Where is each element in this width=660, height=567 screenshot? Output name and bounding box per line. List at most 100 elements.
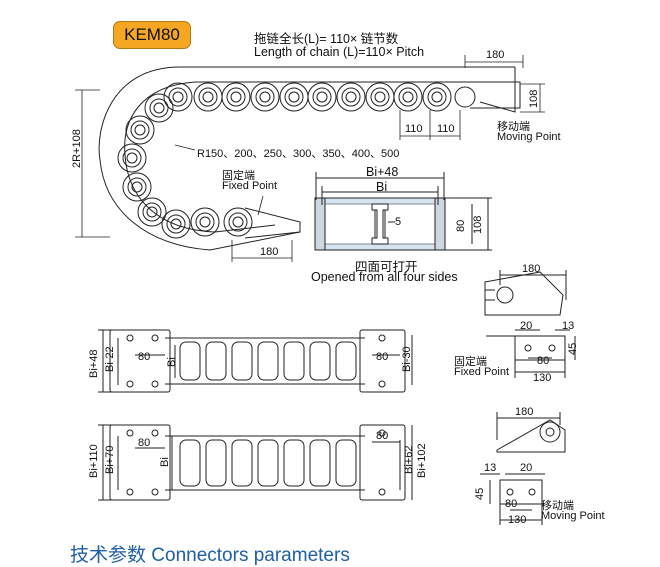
end-bracket-right [359, 329, 406, 393]
mount-hole [151, 334, 159, 342]
dim-80-plan1-right: 80 [376, 351, 389, 363]
moving-end-pin [454, 86, 476, 108]
bracket-fixed-top [486, 329, 576, 378]
dim-80-section: 80 [455, 219, 467, 232]
fixed-point-cn-right: 固定端 [454, 356, 487, 368]
dim-13-fixed: 13 [562, 320, 575, 332]
dim-80-plan1: 80 [138, 351, 151, 363]
dim-bi-62-plan: Bi+62 [403, 445, 415, 474]
dim-45-moving: 45 [474, 487, 486, 500]
chain-link [190, 207, 220, 237]
mount-hole [151, 380, 159, 388]
crossbar [257, 341, 279, 381]
chain-link [221, 82, 251, 112]
crossbar [179, 341, 201, 381]
dim-bi-22-plan: Bi-22 [104, 346, 116, 372]
dim-bi-48-section: Bi+48 [366, 165, 399, 179]
chain-link [161, 209, 191, 239]
chain-link [122, 172, 152, 202]
dim-2r-108: 2R+108 [71, 129, 83, 168]
dim-45-fixed: 45 [567, 342, 579, 355]
moving-point-cn-right: 移动端 [541, 500, 574, 512]
connectors-parameters-heading: 技术参数 Connectors parameters [70, 545, 350, 566]
crossbar [231, 439, 253, 487]
dim-180-bottom: 180 [260, 246, 279, 258]
dim-bi-30-plan: Bi-30 [401, 346, 413, 372]
end-bracket-left [109, 424, 171, 501]
chain-link [125, 115, 155, 145]
mount-hole [151, 488, 159, 496]
mount-hole [126, 380, 134, 388]
chain-link [163, 82, 193, 112]
top-dimension-lines [75, 55, 545, 262]
dim-80-moving: 80 [505, 498, 518, 510]
dim-5: 5 [395, 216, 402, 228]
dim-bi-70-plan: Bi+70 [104, 445, 116, 474]
chain-link [144, 93, 174, 123]
moving-point-en-right: Moving Point [541, 510, 605, 522]
mount-hole [126, 488, 134, 496]
fixed-point-cn-top: 固定端 [222, 170, 255, 182]
crossbar [205, 341, 227, 381]
dim-bi-plan1: Bi [166, 357, 178, 367]
dim-20-moving: 20 [520, 462, 533, 474]
chain-link [393, 82, 423, 112]
dim-13-moving: 13 [484, 462, 497, 474]
crossbar [179, 439, 201, 487]
crossbar [283, 439, 305, 487]
bracket-moving-top [480, 473, 545, 525]
crossbar [205, 439, 227, 487]
dim-180-fixed-bracket: 180 [522, 263, 541, 275]
mount-hole [378, 429, 386, 437]
crossbar [257, 439, 279, 487]
crossbar [335, 341, 357, 381]
dim-bi-48-plan: Bi+48 [88, 349, 100, 378]
dim-180-top: 180 [486, 49, 505, 61]
dim-bi-110-plan: Bi+110 [88, 444, 100, 478]
crossbar [283, 341, 305, 381]
crossbar [231, 341, 253, 381]
dim-180-moving-bracket: 180 [515, 406, 534, 418]
bracket-moving-side [496, 412, 566, 453]
dim-80-plan2-right: 80 [376, 430, 389, 442]
dim-80-plan2: 80 [138, 437, 151, 449]
chain-link [279, 82, 309, 112]
dim-130-fixed: 130 [533, 372, 552, 384]
dim-bi-plan2: Bi [159, 457, 171, 467]
chain-link [223, 207, 253, 237]
dim-110-b: 110 [437, 123, 455, 135]
plan-view-bottom [98, 424, 413, 501]
chain-link [193, 82, 223, 112]
dim-bi-section: Bi [376, 180, 388, 194]
chain-link [336, 82, 366, 112]
crossbar [309, 341, 331, 381]
mount-hole [151, 429, 159, 437]
mount-hole [126, 334, 134, 342]
fixed-point-en-top: Fixed Point [222, 180, 278, 192]
bend-radii: R150、200、250、300、350、400、500 [197, 148, 400, 160]
fixed-point-en-right: Fixed Point [454, 366, 510, 378]
model-badge: KEM80 [113, 21, 191, 49]
chain-length-title-cn: 拖链全长(L)= 110× 链节数 [254, 32, 399, 46]
chain-link [250, 82, 280, 112]
dim-108-right: 108 [528, 89, 540, 108]
dim-110-a: 110 [405, 123, 423, 135]
chain-link [422, 82, 452, 112]
mount-hole [126, 429, 134, 437]
mount-hole [378, 334, 386, 342]
opened-four-sides-cn: 四面可打开 [355, 260, 418, 274]
plan-view-top [98, 329, 413, 393]
end-bracket-left [109, 329, 171, 393]
chain-link [307, 82, 337, 112]
cross-section [314, 172, 492, 251]
dim-20-fixed: 20 [520, 320, 533, 332]
chain-link [137, 197, 167, 227]
crossbar [309, 439, 331, 487]
chain-length-title-en: Length of chain (L)=110× Pitch [254, 45, 425, 59]
end-bracket-right [359, 424, 406, 501]
chain-side-view [98, 66, 521, 251]
crossbar [335, 439, 357, 487]
bracket-fixed-side [484, 270, 567, 316]
moving-point-en: Moving Point [497, 131, 561, 143]
